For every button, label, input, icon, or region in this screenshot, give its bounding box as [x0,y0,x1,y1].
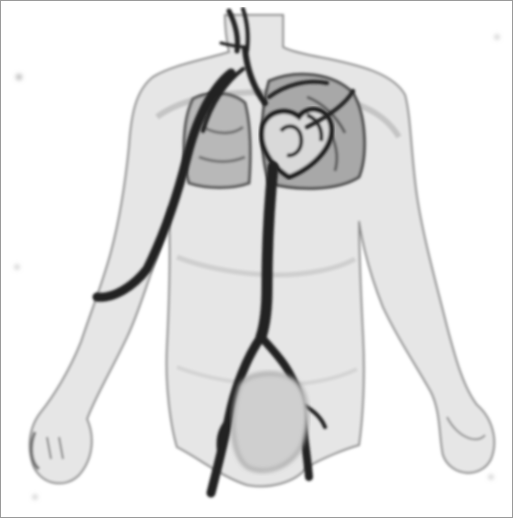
circulatory-system-illustration [7,7,508,512]
pelvic-organ [233,373,307,470]
